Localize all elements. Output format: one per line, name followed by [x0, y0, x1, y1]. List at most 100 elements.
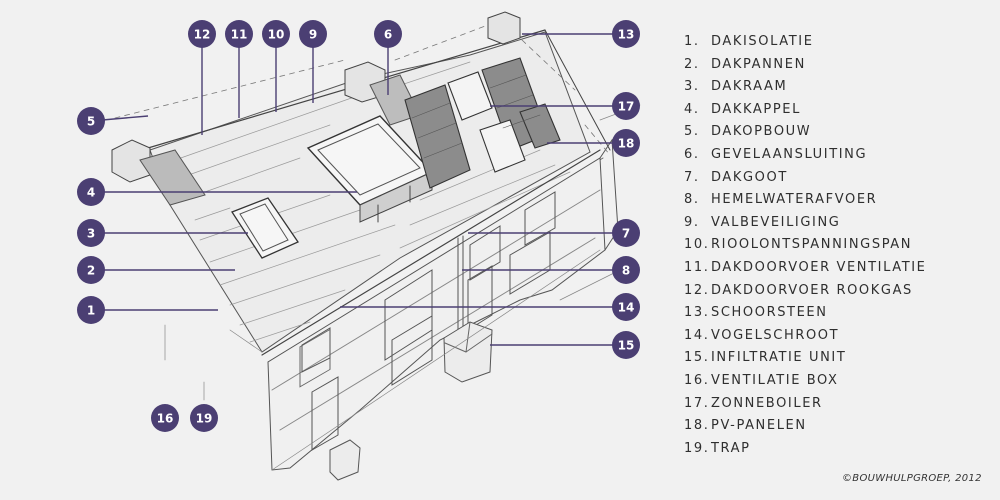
legend-item: 18.PV-PANELEN — [684, 415, 927, 438]
legend-number: 19. — [684, 440, 710, 456]
badge-8: 8 — [612, 256, 640, 284]
legend-number: 5. — [684, 124, 700, 140]
badge-2: 2 — [77, 256, 105, 284]
legend-label: PV-PANELEN — [711, 418, 807, 434]
badge-11: 11 — [225, 20, 253, 48]
legend-label: RIOOLONTSPANNINGSPAN — [711, 237, 913, 253]
badge-14: 14 — [612, 293, 640, 321]
svg-text:16: 16 — [157, 412, 174, 426]
svg-text:8: 8 — [622, 264, 630, 278]
legend-item: 12.DAKDOORVOER ROOKGAS — [684, 280, 927, 303]
svg-text:1: 1 — [87, 304, 95, 318]
legend-item: 15.INFILTRATIE UNIT — [684, 347, 927, 370]
legend-item: 10.RIOOLONTSPANNINGSPAN — [684, 234, 927, 257]
svg-text:14: 14 — [618, 301, 635, 315]
house-sketch — [111, 11, 641, 481]
legend-number: 10. — [684, 237, 710, 253]
legend-item: 16.VENTILATIE BOX — [684, 370, 927, 393]
badge-9: 9 — [299, 20, 327, 48]
legend-item: 7. DAKGOOT — [684, 167, 927, 190]
legend-label: TRAP — [711, 440, 751, 456]
legend-label: HEMELWATERAFVOER — [711, 192, 878, 208]
legend-label: DAKISOLATIE — [711, 34, 814, 49]
legend-item: 2. DAKPANNEN — [684, 54, 927, 77]
legend-label: DAKPANNEN — [711, 56, 806, 72]
legend-number: 7. — [684, 169, 700, 185]
svg-text:10: 10 — [268, 28, 285, 42]
legend-item: 8. HEMELWATERAFVOER — [684, 189, 927, 212]
legend-list: 1. DAKISOLATIE 2. DAKPANNEN 3. DAKRAAM 4.DA… — [684, 31, 927, 460]
legend-number: 2. — [684, 56, 700, 72]
badge-18: 18 — [612, 129, 640, 157]
copyright-credit: ©BOUWHULPGROEP, 2012 — [842, 473, 982, 484]
svg-text:3: 3 — [87, 227, 95, 241]
legend-label: SCHOORSTEEN — [711, 305, 828, 321]
badge-10: 10 — [262, 20, 290, 48]
legend-number: 1. — [684, 34, 700, 49]
legend-number: 13. — [684, 305, 710, 321]
facade — [267, 157, 606, 471]
badge-6: 6 — [374, 20, 402, 48]
legend-item: 19.TRAP — [684, 438, 927, 461]
legend-label: ZONNEBOILER — [711, 395, 823, 411]
svg-text:15: 15 — [618, 339, 635, 353]
leader-lines — [90, 33, 626, 346]
badge-12: 12 — [188, 20, 216, 48]
badge-15: 15 — [612, 331, 640, 359]
legend-item: 5. DAKOPBOUW — [684, 121, 927, 144]
legend-label: VOGELSCHROOT — [711, 327, 840, 343]
legend-number: 6. — [684, 146, 700, 162]
legend-item: 1. DAKISOLATIE — [684, 31, 927, 54]
legend-label: INFILTRATIE UNIT — [711, 350, 847, 366]
legend-number: 14. — [684, 327, 710, 343]
chimney-top — [487, 11, 521, 45]
svg-text:11: 11 — [231, 28, 248, 42]
legend-label: DAKRAAM — [711, 79, 788, 95]
legend-item: 4.DAKKAPPEL — [684, 99, 927, 122]
solar-panels — [404, 57, 561, 189]
svg-text:4: 4 — [87, 186, 95, 200]
legend-number: 11. — [684, 259, 710, 275]
svg-text:13: 13 — [618, 28, 635, 42]
badge-16: 16 — [151, 404, 179, 432]
badge-1: 1 — [77, 296, 105, 324]
badge-5: 5 — [77, 107, 105, 135]
legend-item: 9. VALBEVEILIGING — [684, 212, 927, 235]
legend-label: DAKGOOT — [711, 169, 788, 185]
badge-7: 7 — [612, 219, 640, 247]
legend-item: 17.ZONNEBOILER — [684, 393, 927, 416]
legend-number: 17. — [684, 395, 710, 411]
svg-text:19: 19 — [196, 412, 213, 426]
legend-number: 9. — [684, 214, 700, 230]
badge-19: 19 — [190, 404, 218, 432]
legend-number: 8. — [684, 192, 700, 208]
legend-number: 15. — [684, 350, 710, 366]
badge-17: 17 — [612, 92, 640, 120]
svg-text:2: 2 — [87, 264, 95, 278]
legend-label: GEVELAANSLUITING — [711, 146, 868, 162]
svg-text:5: 5 — [87, 115, 95, 129]
badge-4: 4 — [77, 178, 105, 206]
legend-number: 3. — [684, 79, 700, 95]
legend-label: DAKDOORVOER ROOKGAS — [711, 282, 913, 298]
svg-text:17: 17 — [618, 100, 635, 114]
legend-item: 3. DAKRAAM — [684, 76, 927, 99]
svg-text:9: 9 — [309, 28, 317, 42]
badge-13: 13 — [612, 20, 640, 48]
legend-label: VALBEVEILIGING — [711, 214, 841, 230]
svg-text:7: 7 — [622, 227, 630, 241]
legend-number: 18. — [684, 418, 710, 434]
legend-number: 12. — [684, 282, 710, 298]
legend-label: DAKDOORVOER VENTILATIE — [711, 259, 927, 275]
legend-item: 11.DAKDOORVOER VENTILATIE — [684, 257, 927, 280]
badge-3: 3 — [77, 219, 105, 247]
legend-item: 13.SCHOORSTEEN — [684, 302, 927, 325]
legend-label: DAKKAPPEL — [711, 101, 801, 117]
legend-label: VENTILATIE BOX — [711, 372, 839, 388]
legend-item: 6. GEVELAANSLUITING — [684, 144, 927, 167]
svg-text:18: 18 — [618, 137, 635, 151]
legend-item: 14.VOGELSCHROOT — [684, 325, 927, 348]
legend-label: DAKOPBOUW — [711, 124, 812, 140]
svg-text:6: 6 — [384, 28, 392, 42]
